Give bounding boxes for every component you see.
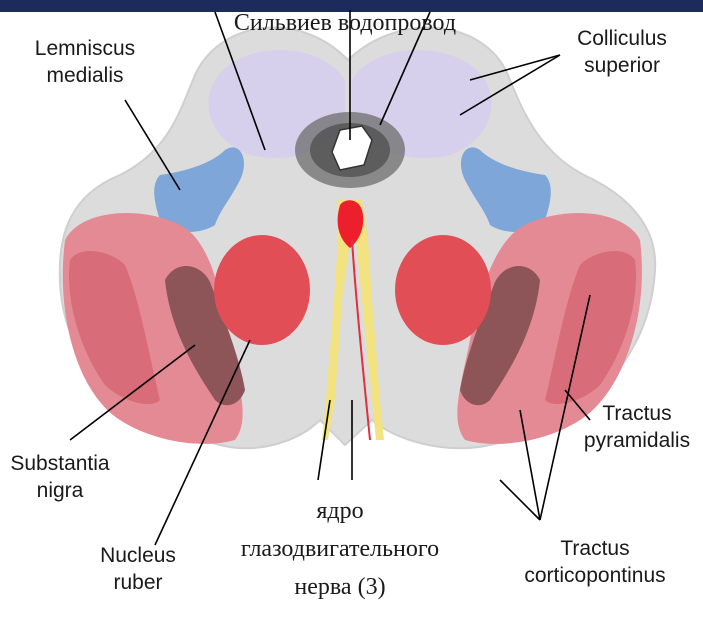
label-ruber-line1: Nucleus [100,544,176,567]
label-oculomotor-line3: нерва (3) [294,574,385,600]
label-colliculus-line2: superior [584,54,660,77]
label-lemniscus-line1: Lemniscus [35,37,135,60]
nucleus-ruber-right [395,235,491,345]
label-nigra-line1: Substantia [10,452,110,475]
label-nigra-line2: nigra [37,479,84,502]
nucleus-ruber-left [214,235,310,345]
label-ruber-line2: ruber [113,571,162,594]
label-lemniscus-line2: medialis [46,64,123,87]
label-pyramidalis-line1: Tractus [602,402,671,425]
label-corticopontinus-line1: Tractus [560,537,629,560]
label-pyramidalis-line2: pyramidalis [584,429,690,452]
label-oculomotor-line1: ядро [316,498,363,524]
label-oculomotor-line2: глазодвигательного [241,536,439,562]
label-aqueduct: Сильвиев водопровод [234,10,456,36]
label-corticopontinus-line2: corticopontinus [524,564,665,587]
label-colliculus-line1: Colliculus [577,27,667,50]
